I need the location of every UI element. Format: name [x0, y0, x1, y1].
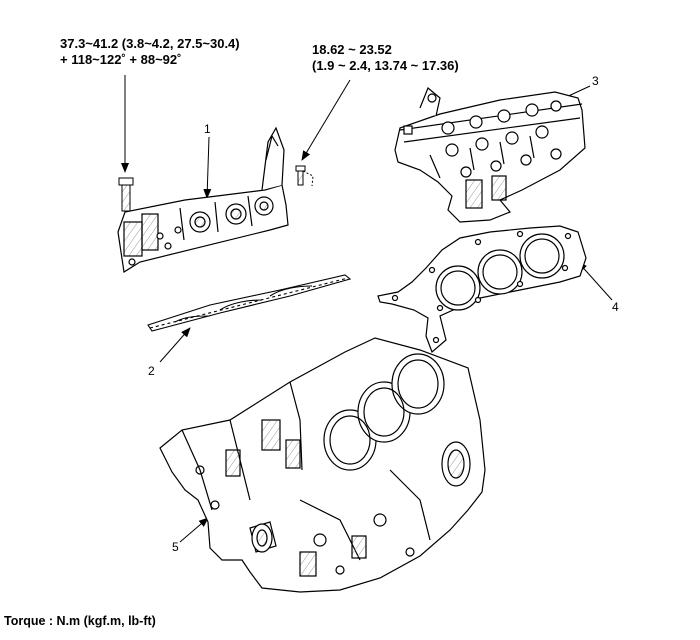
cylinder-head-left [117, 126, 289, 273]
torque-spec-head-bolt: 37.3~41.2 (3.8~4.2, 27.5~30.4) + 118~122… [60, 36, 240, 68]
cylinder-head-right [394, 87, 586, 223]
callout-2: 2 [148, 364, 155, 378]
leader-4 [577, 261, 613, 301]
cylinder-block [159, 337, 486, 593]
callout-1: 1 [204, 122, 211, 136]
head-gasket-left [147, 274, 352, 332]
torque-spec-head-bolt-line1: 37.3~41.2 (3.8~4.2, 27.5~30.4) [60, 36, 240, 51]
callout-5: 5 [172, 540, 179, 554]
leader-2 [159, 327, 191, 363]
small-bolt [295, 165, 314, 187]
torque-units-note: Torque : N.m (kgf.m, lb-ft) [4, 614, 156, 628]
torque-spec-head-bolt-line2: + 118~122˚ + 88~92˚ [60, 52, 182, 67]
leader-1 [203, 136, 212, 199]
cylinder-head-bolt [118, 177, 134, 212]
bore-1 [435, 265, 481, 311]
leader-5 [179, 517, 209, 543]
bore-2 [477, 249, 523, 295]
torque-spec-small-bolt-line2: (1.9 ~ 2.4, 13.74 ~ 17.36) [312, 58, 459, 73]
leader-bolt-right [301, 79, 351, 161]
bore-3 [519, 233, 565, 279]
head-gasket-right [377, 225, 587, 354]
cylinder-bore-3 [391, 353, 445, 415]
torque-spec-small-bolt: 18.62 ~ 23.52 (1.9 ~ 2.4, 13.74 ~ 17.36) [312, 42, 459, 74]
callout-3: 3 [592, 74, 599, 88]
callout-4: 4 [612, 300, 619, 314]
torque-spec-small-bolt-line1: 18.62 ~ 23.52 [312, 42, 392, 57]
